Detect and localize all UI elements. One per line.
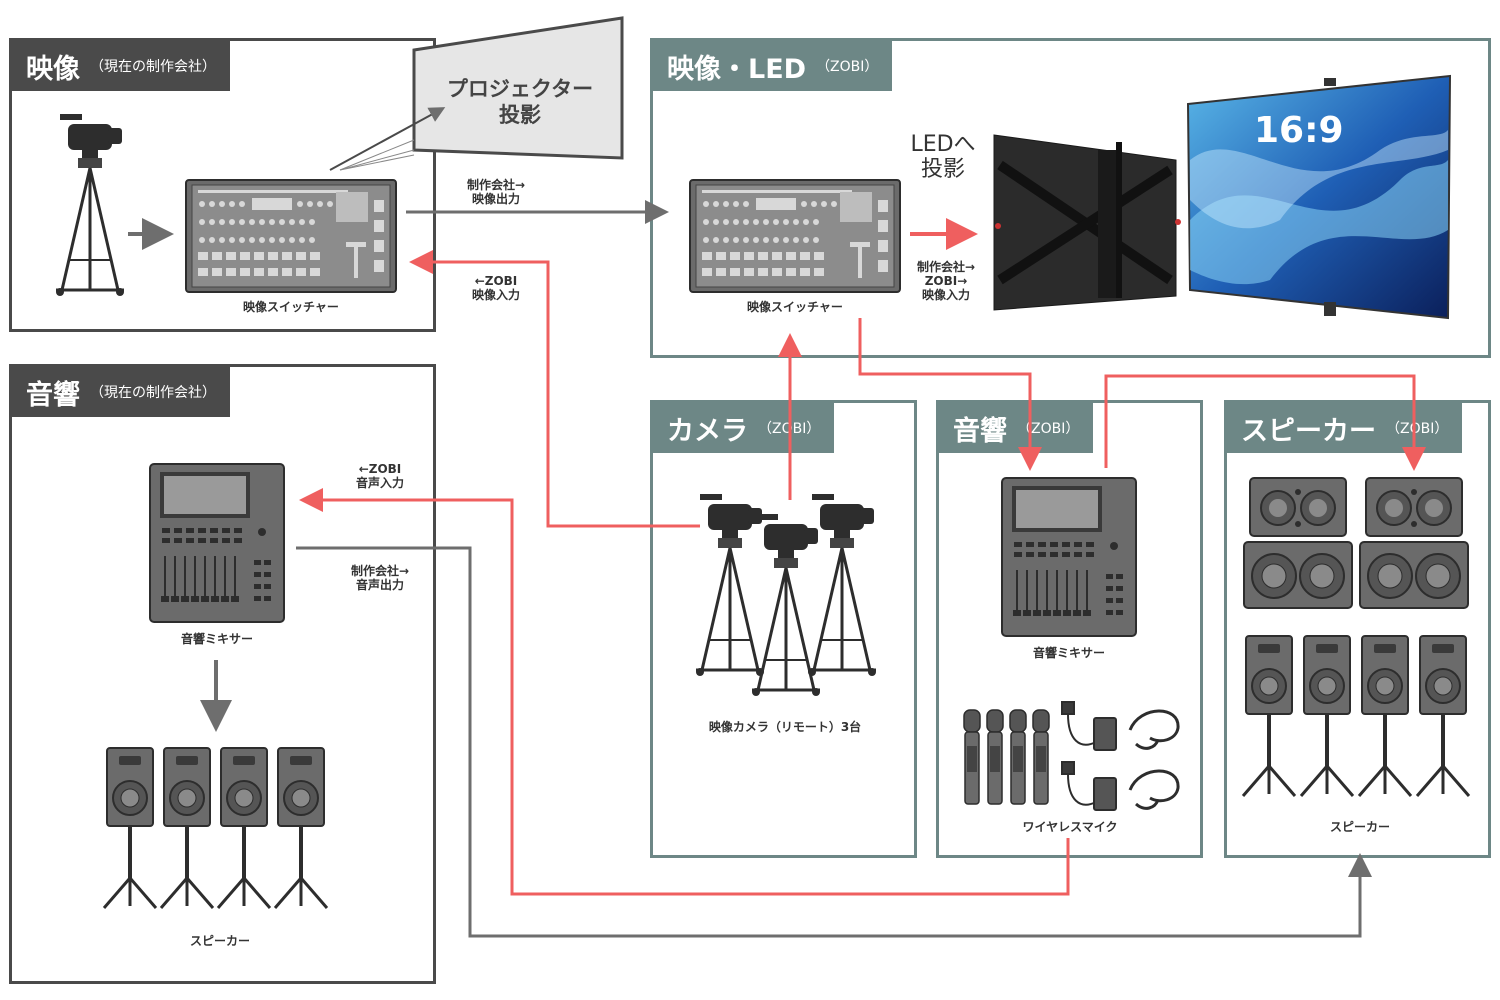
handheld-mic-icon [963, 709, 981, 805]
speaker-stand-icon [1299, 634, 1355, 798]
section-title: 映像 [26, 53, 80, 85]
flow-text: 映像入力 [921, 288, 970, 302]
section-title: 映像・LED [667, 53, 807, 85]
section-subtitle: （現在の制作会社） [90, 385, 216, 401]
connector-mixer-to-speaker [1104, 374, 1426, 471]
speaker-cabinet-icon [1243, 541, 1353, 609]
led-label-line: 投影 [920, 157, 965, 182]
switcher-current-label: 映像スイッチャー [243, 300, 339, 314]
camera-panel: カメラ （ZOBI） [650, 400, 917, 858]
video-current-header: 映像 （現在の制作会社） [12, 41, 230, 91]
aspect-ratio-label: 16:9 [1254, 110, 1344, 151]
led-panel-icon [993, 134, 1181, 311]
camera-tripod-icon [750, 512, 822, 698]
video-in-label: ←ZOBI 映像入力 [444, 274, 548, 302]
projector-screen-icon [329, 16, 624, 171]
section-subtitle: （ZOBI） [1017, 421, 1080, 437]
video-out-label: 制作会社→ 映像出力 [444, 178, 548, 206]
connector-video-in [409, 250, 700, 528]
mixer-zobi-label: 音響ミキサー [1032, 646, 1105, 660]
audio-zobi-header: 音響 （ZOBI） [939, 403, 1094, 453]
flow-text: ←ZOBI [474, 274, 518, 288]
flow-text: ZOBI→ [924, 274, 968, 288]
section-title: カメラ [667, 415, 748, 447]
flow-text: 音声出力 [355, 578, 404, 592]
flow-text: 制作会社→ [916, 260, 976, 274]
audio-out-label: 制作会社→ 音声出力 [330, 564, 430, 592]
projector-label: プロジェクター 投影 [420, 76, 620, 128]
speaker-header: スピーカー （ZOBI） [1227, 403, 1463, 453]
camera-tripod-icon [694, 492, 766, 678]
section-title: スピーカー [1241, 415, 1376, 447]
led-label-line: LEDへ [910, 132, 976, 157]
led-screen-icon [1186, 74, 1452, 320]
speaker-cabinet-icon [1249, 477, 1347, 537]
video-current-panel: 映像 （現在の制作会社） [9, 38, 436, 332]
flow-text: ←ZOBI [358, 462, 402, 476]
headset-mic-icon [1128, 709, 1180, 810]
video-led-panel: 映像・LED （ZOBI） [650, 38, 1491, 358]
speaker-stand-icon [1241, 634, 1297, 798]
flow-text: 制作会社→ [350, 564, 410, 578]
audio-current-header: 音響 （現在の制作会社） [12, 367, 230, 417]
mixer-current-label: 音響ミキサー [180, 632, 253, 646]
speakers-zobi-label: スピーカー [1329, 820, 1390, 834]
handheld-mic-icon [986, 709, 1004, 805]
lavalier-mic-icon [1061, 701, 1117, 811]
speaker-cabinet-icon [1365, 477, 1463, 537]
connector-audio-in [299, 488, 1070, 896]
flow-text: 映像出力 [471, 192, 520, 206]
handheld-mic-icon [1032, 709, 1050, 805]
video-led-header: 映像・LED （ZOBI） [653, 41, 893, 91]
wireless-mic-label: ワイヤレスマイク [1022, 820, 1118, 834]
handheld-mic-icon [1009, 709, 1027, 805]
speaker-stand-icon [273, 746, 329, 910]
speaker-stand-icon [1415, 634, 1471, 798]
speakers-current-label: スピーカー [189, 934, 250, 948]
audio-in-label: ←ZOBI 音声入力 [330, 462, 430, 490]
audio-current-panel: 音響 （現在の制作会社） [9, 364, 436, 984]
flow-text: 映像入力 [471, 288, 520, 302]
led-input-label: 制作会社→ ZOBI→ 映像入力 [896, 260, 996, 302]
audio-mixer-icon [149, 463, 285, 623]
camera-tripod-icon [54, 112, 126, 298]
speaker-stand-icon [216, 746, 272, 910]
section-subtitle: （ZOBI） [1386, 421, 1449, 437]
section-subtitle: （現在の制作会社） [90, 59, 216, 75]
flow-text: 制作会社→ [466, 178, 526, 192]
projector-label-line: プロジェクター [446, 77, 594, 101]
switcher-zobi-label: 映像スイッチャー [747, 300, 843, 314]
video-switcher-icon [689, 179, 901, 293]
speaker-cabinet-icon [1359, 541, 1469, 609]
connector-switcher-to-mixer [858, 318, 1042, 471]
video-switcher-icon [185, 179, 397, 293]
camera-header: カメラ （ZOBI） [653, 403, 835, 453]
audio-zobi-panel: 音響 （ZOBI） [936, 400, 1203, 858]
flow-text: 音声入力 [355, 476, 404, 490]
audio-mixer-icon [1001, 477, 1137, 637]
cameras-label: 映像カメラ（リモート）3台 [708, 720, 862, 734]
led-projection-label: LEDへ 投影 [898, 132, 988, 182]
projector-label-line: 投影 [499, 103, 541, 127]
section-title: 音響 [26, 379, 80, 411]
section-subtitle: （ZOBI） [816, 59, 879, 75]
camera-tripod-icon [806, 492, 878, 678]
speaker-stand-icon [1357, 634, 1413, 798]
connector-audio-out [296, 546, 1372, 938]
speaker-stand-icon [102, 746, 158, 910]
section-title: 音響 [953, 415, 1007, 447]
speaker-stand-icon [159, 746, 215, 910]
